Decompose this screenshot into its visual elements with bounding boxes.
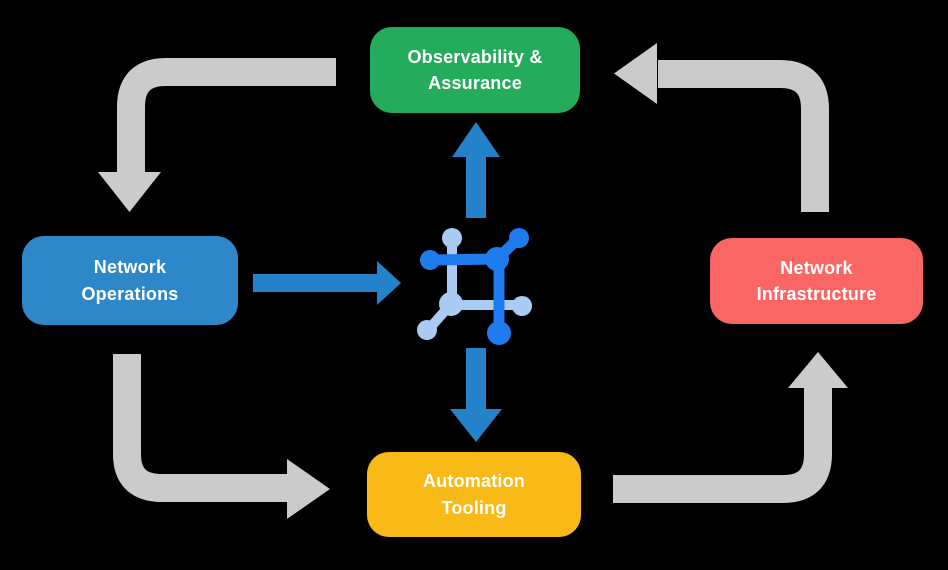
- node-label: Network Infrastructure: [756, 257, 877, 304]
- node-observability-assurance: Observability & Assurance: [370, 27, 580, 113]
- node-label: Observability & Assurance: [407, 46, 543, 93]
- node-network-infrastructure: Network Infrastructure: [710, 238, 923, 324]
- arrow-observability-to-network-operations: [98, 58, 336, 212]
- node-label: Automation Tooling: [423, 471, 525, 518]
- node-network-operations: Network Operations: [22, 236, 238, 325]
- arrow-icon-to-observability: [452, 122, 500, 218]
- arrow-network-operations-to-automation-tooling: [113, 354, 330, 519]
- arrow-icon-to-automation-tooling: [450, 348, 502, 442]
- node-label: Network Operations: [81, 257, 179, 304]
- node-automation-tooling: Automation Tooling: [367, 452, 581, 537]
- network-node-icon: [417, 228, 532, 345]
- arrow-automation-tooling-to-network-infrastructure: [613, 352, 848, 503]
- arrow-network-operations-to-icon: [253, 261, 401, 305]
- arrow-network-infrastructure-to-observability: [614, 43, 829, 212]
